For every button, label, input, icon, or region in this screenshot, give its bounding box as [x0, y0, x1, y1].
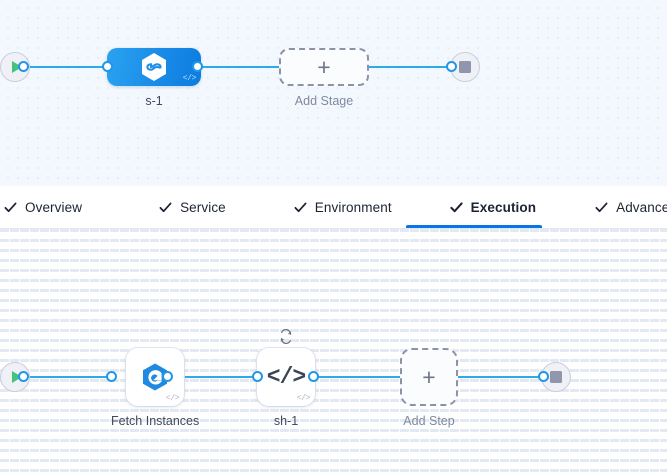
check-icon	[4, 202, 17, 212]
tab-overview[interactable]: Overview	[0, 186, 96, 228]
add-step-label: Add Step	[403, 414, 455, 428]
step-node-fetch-instances[interactable]: </> Fetch Instances	[111, 348, 199, 428]
check-icon	[595, 202, 608, 212]
execution-tab-bar[interactable]: Overview Service Environment Execution A	[0, 186, 667, 229]
add-step-node[interactable]: + Add Step	[400, 348, 458, 428]
stage-canvas[interactable]: </> s-1 + Add Stage	[0, 0, 667, 186]
add-stage-button[interactable]: +	[279, 48, 369, 86]
step-canvas[interactable]: </> Fetch Instances </> </> sh-1	[0, 229, 667, 475]
plus-icon: +	[422, 363, 436, 390]
add-stage-label: Add Stage	[294, 94, 354, 108]
step-node-sh-1[interactable]: </> </> sh-1	[257, 329, 315, 428]
port-end-in[interactable]	[446, 61, 457, 72]
plus-icon: +	[317, 53, 331, 80]
port-sh-in[interactable]	[252, 371, 263, 382]
port-sh-out[interactable]	[308, 371, 319, 382]
loop-icon	[280, 329, 292, 344]
shell-code-icon: </>	[266, 364, 306, 390]
step-node-body[interactable]: </>	[126, 348, 185, 406]
tab-environment-label: Environment	[314, 199, 392, 215]
stage-node-body[interactable]: </>	[107, 48, 201, 86]
step-node-label: sh-1	[273, 414, 299, 428]
port-fetch-out[interactable]	[162, 371, 173, 382]
edge-sh-to-add-step	[312, 375, 402, 378]
edge-fetch-to-sh	[166, 375, 258, 378]
step-node-label: Fetch Instances	[111, 414, 200, 428]
edge-add-step-to-end	[458, 375, 550, 378]
play-icon	[11, 61, 22, 73]
tab-service[interactable]: Service	[96, 186, 240, 228]
edge-stage-to-add	[196, 65, 284, 68]
edge-start-to-stage	[22, 65, 112, 68]
stop-icon	[550, 371, 562, 383]
code-badge: </>	[296, 394, 311, 403]
tab-service-label: Service	[180, 199, 226, 215]
hexagon-e-icon	[143, 363, 168, 391]
check-icon	[450, 201, 463, 212]
add-stage-node[interactable]: + Add Stage	[279, 48, 369, 108]
tab-execution-label: Execution	[470, 199, 537, 215]
port-step-end-in[interactable]	[538, 371, 549, 382]
stage-node-label: s-1	[145, 94, 163, 108]
tab-advanced[interactable]: Advanced	[550, 186, 667, 228]
hexagon-infinity-icon	[142, 53, 166, 81]
add-step-button[interactable]: +	[400, 348, 458, 406]
port-step-start-out[interactable]	[18, 371, 29, 382]
step-node-body[interactable]: </> </>	[257, 329, 315, 406]
port-start-out[interactable]	[18, 61, 29, 72]
port-fetch-in[interactable]	[106, 371, 117, 382]
tab-advanced-label: Advanced	[616, 199, 667, 215]
check-icon	[159, 202, 172, 212]
port-stage-out[interactable]	[192, 61, 203, 72]
code-badge: </>	[165, 394, 180, 403]
check-icon	[294, 202, 307, 212]
edge-add-to-end	[362, 65, 458, 68]
play-icon	[11, 371, 22, 383]
code-badge: </>	[182, 74, 197, 83]
edge-start-to-fetch	[22, 375, 114, 378]
stop-icon	[459, 61, 471, 73]
tab-environment[interactable]: Environment	[240, 186, 406, 228]
tab-execution[interactable]: Execution	[405, 186, 550, 228]
port-stage-in[interactable]	[102, 61, 113, 72]
tab-overview-label: Overview	[25, 199, 83, 215]
stage-node-s-1[interactable]: </> s-1	[107, 48, 201, 108]
